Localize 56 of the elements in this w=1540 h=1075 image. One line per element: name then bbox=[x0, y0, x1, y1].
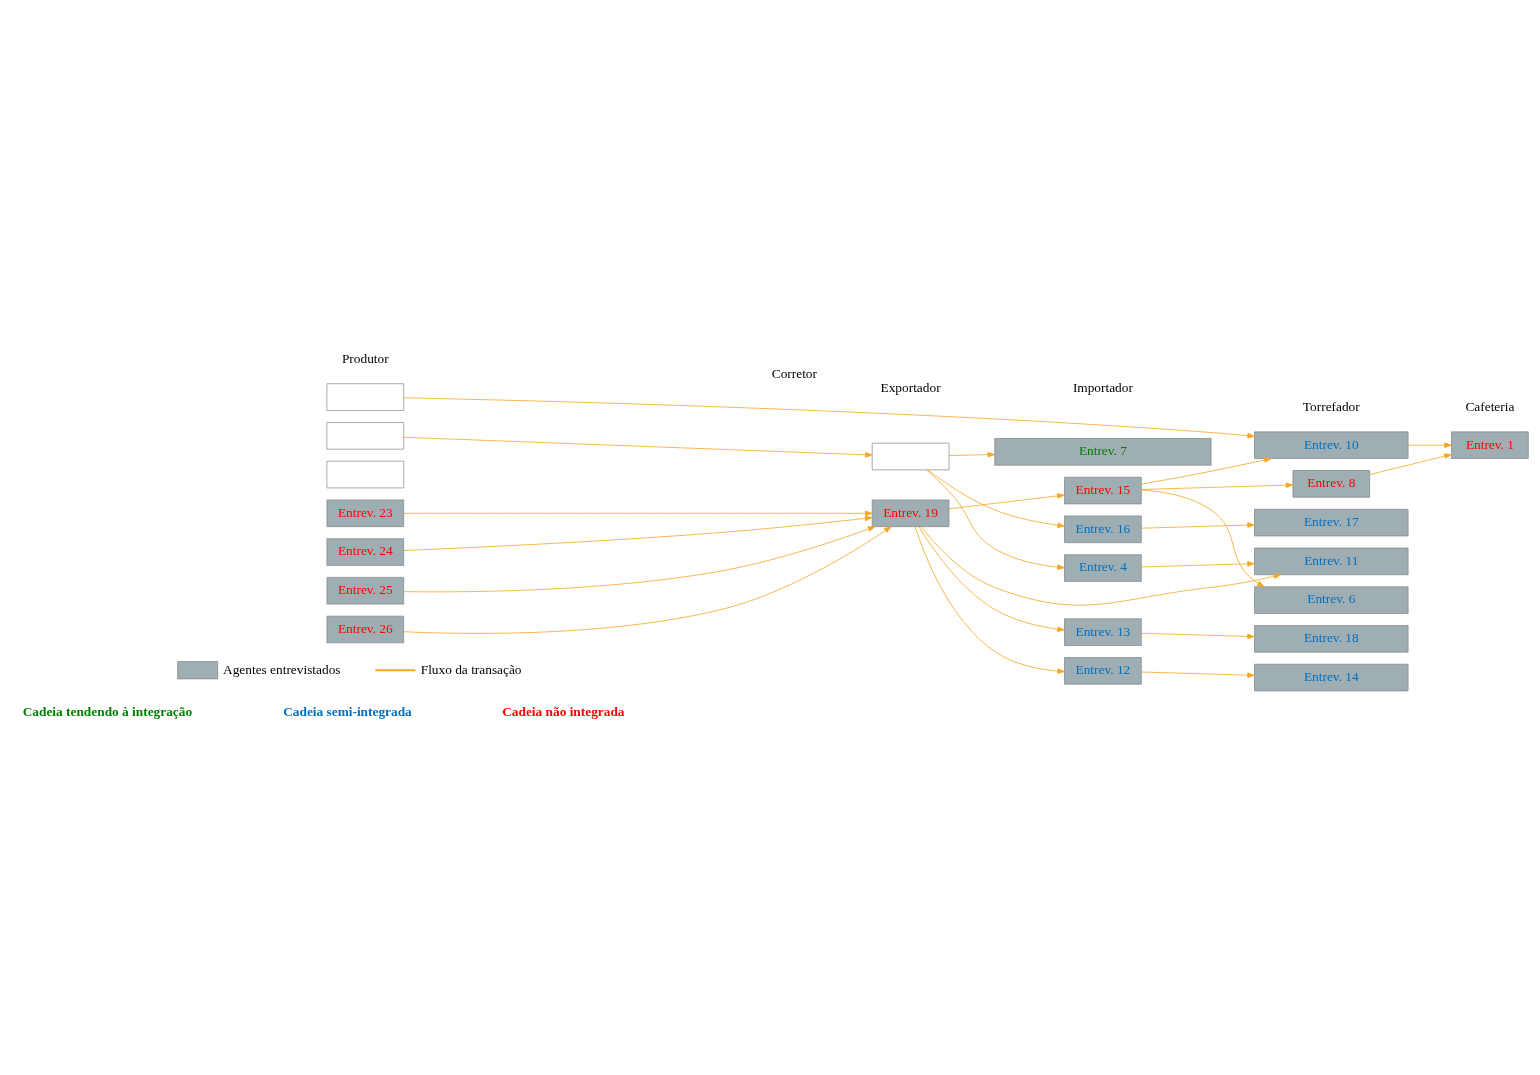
arrow bbox=[1407, 441, 1452, 448]
arrow bbox=[403, 396, 1255, 438]
node-box: Entrev. 17 bbox=[1254, 508, 1409, 536]
label: Cadeia tendendo à integração bbox=[22, 703, 193, 719]
legend-label: Agentes entrevistados bbox=[223, 661, 341, 677]
arrow bbox=[918, 525, 1065, 632]
arrow bbox=[1369, 452, 1452, 475]
legend-label: Fluxo da transação bbox=[420, 661, 522, 677]
label: Produtor bbox=[341, 350, 389, 366]
node-box bbox=[871, 442, 950, 470]
node-box: Entrev. 12 bbox=[1064, 656, 1142, 685]
arrow bbox=[1141, 489, 1265, 587]
arrow bbox=[948, 492, 1065, 509]
node-box bbox=[326, 382, 405, 411]
label: Torrefador bbox=[1302, 398, 1360, 414]
node-box bbox=[326, 460, 405, 488]
node-box: Entrev. 15 bbox=[1064, 476, 1142, 504]
arrow bbox=[1140, 560, 1255, 567]
arrow bbox=[1140, 521, 1255, 529]
arrow bbox=[948, 451, 995, 457]
label: Cadeia não integrada bbox=[502, 703, 625, 719]
node-box: Entrev. 11 bbox=[1254, 547, 1409, 575]
node-box: Entrev. 19 bbox=[871, 499, 950, 527]
label: Exportador bbox=[880, 379, 941, 395]
node-box: Entrev. 6 bbox=[1254, 585, 1409, 614]
node-box: Entrev. 16 bbox=[1064, 515, 1142, 543]
arrow bbox=[403, 510, 873, 516]
arrow bbox=[1140, 632, 1255, 639]
arrow bbox=[927, 469, 1065, 528]
label: Cafeteria bbox=[1465, 398, 1515, 414]
node-box: Entrev. 24 bbox=[326, 537, 405, 566]
node-box: Entrev. 7 bbox=[994, 437, 1212, 466]
arrow bbox=[1141, 456, 1272, 484]
arrow bbox=[1140, 671, 1255, 678]
arrow bbox=[914, 525, 1065, 674]
node-box: Entrev. 4 bbox=[1064, 553, 1142, 582]
arrow bbox=[920, 526, 1282, 605]
node-box: Entrev. 14 bbox=[1254, 663, 1409, 691]
label: Importador bbox=[1072, 379, 1133, 395]
node-box: Entrev. 18 bbox=[1254, 624, 1409, 653]
arrow bbox=[403, 525, 892, 634]
label: Corretor bbox=[771, 365, 817, 381]
node-box: Entrev. 13 bbox=[1064, 617, 1142, 646]
label: Cadeia semi-integrada bbox=[283, 703, 412, 719]
node-box: Entrev. 23 bbox=[326, 499, 405, 527]
node-box bbox=[326, 421, 405, 449]
arrow bbox=[926, 469, 1065, 570]
arrow bbox=[403, 515, 873, 551]
node-box: Entrev. 10 bbox=[1254, 431, 1409, 459]
arrow bbox=[1140, 482, 1294, 490]
arrow bbox=[403, 436, 873, 458]
node-box: Entrev. 26 bbox=[326, 615, 405, 643]
node-box: Entrev. 1 bbox=[1451, 431, 1529, 459]
node-box: Entrev. 8 bbox=[1292, 469, 1371, 498]
arrow bbox=[403, 525, 876, 592]
node-box: Entrev. 25 bbox=[326, 576, 405, 604]
